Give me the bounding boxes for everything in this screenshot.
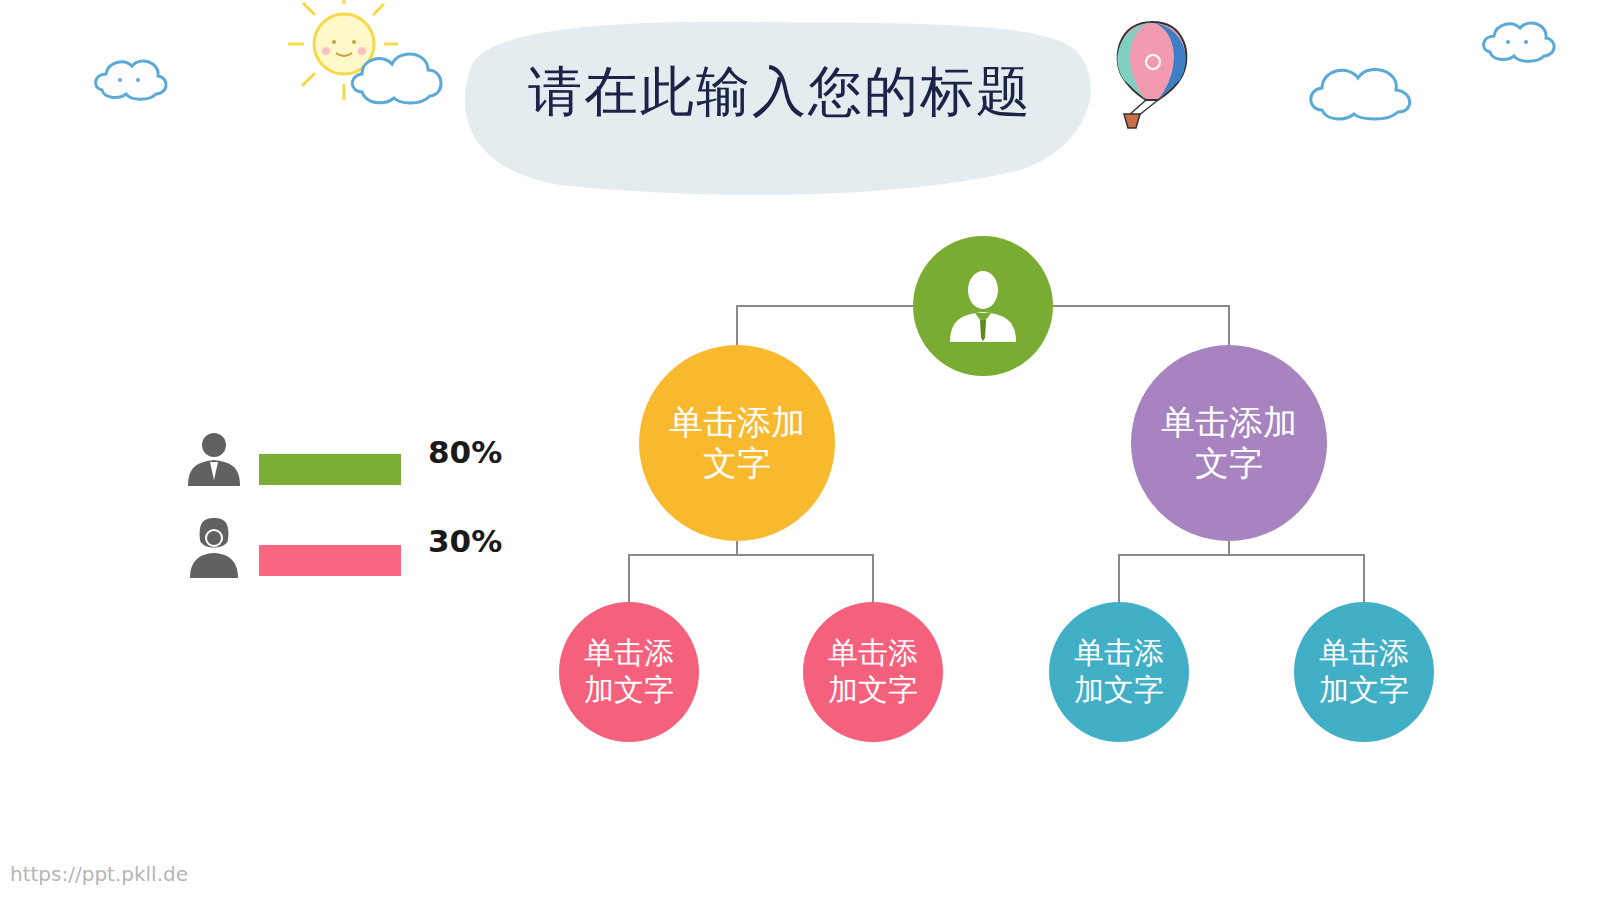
female-icon [190, 518, 238, 578]
circle-label: 单击添加 文字 [1156, 402, 1303, 485]
person-icon [948, 268, 1018, 344]
leaf-circle: 单击添 加文字 [1294, 602, 1434, 742]
branch-circle: 单击添加 文字 [1131, 345, 1327, 541]
percent-label: 80% [428, 434, 502, 470]
balloon [1117, 22, 1186, 128]
circle-label: 单击添 加文字 [1067, 635, 1172, 708]
circle-label: 单击添 加文字 [577, 635, 682, 708]
tree-connector [737, 306, 913, 345]
circle-label: 单击添 加文字 [821, 635, 926, 708]
leaf-circle: 单击添 加文字 [803, 602, 943, 742]
branch-circle: 单击添加 文字 [639, 345, 835, 541]
circle-label: 单击添加 文字 [664, 402, 811, 485]
percent-label: 30% [428, 523, 502, 559]
tree-connector [1229, 541, 1364, 602]
title-blob [465, 22, 1091, 195]
tree-connector [737, 541, 873, 602]
tree-connector [1119, 541, 1229, 602]
leaf-circle: 单击添 加文字 [559, 602, 699, 742]
tree-connector [1053, 306, 1229, 345]
watermark: https://ppt.pkll.de [10, 862, 188, 886]
leaf-circle: 单击添 加文字 [1049, 602, 1189, 742]
title: 请在此输入您的标题 [470, 56, 1090, 129]
root-circle [913, 236, 1053, 376]
tree-connector [629, 541, 737, 602]
bar-male [259, 454, 401, 485]
circle-label: 单击添 加文字 [1312, 635, 1417, 708]
male-icon [188, 433, 240, 486]
bar-female [259, 545, 401, 576]
